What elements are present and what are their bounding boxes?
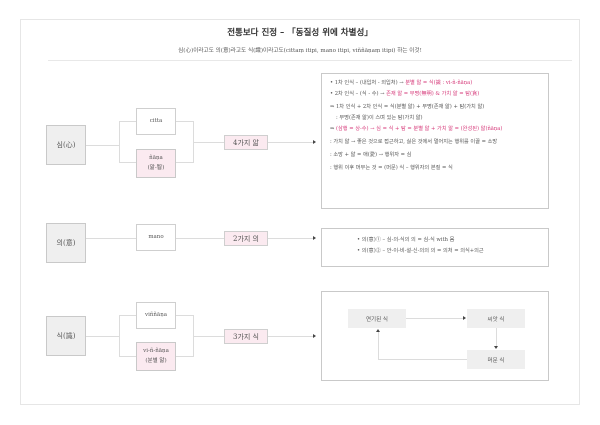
branch-sublabel: (앎-智) [147, 164, 165, 171]
note-line: ⇒ 1차 인식 + 2차 인식 = 식(분별 앎) + 무명(존재 앎) + 탐… [330, 104, 485, 110]
branch-label: ñāṇa [149, 154, 163, 161]
category-four-knowings: 4가지 앎 [224, 135, 268, 150]
connector-line [86, 145, 119, 146]
category-label: 3가지 식 [233, 332, 259, 341]
branch-node-vi-n-nana: vi-ñ-ñāṇa (분별 앎) [136, 342, 176, 371]
arrow-down-icon [494, 346, 498, 349]
root-node-vinnana: 식(識) [46, 316, 86, 356]
cycle-connector [406, 318, 464, 319]
branch-node-vinnana: viññāṇa [136, 302, 176, 329]
root-label: 식(識) [56, 332, 76, 340]
note-line: ⇒ (삼행 = 상-수) → 심 = 식 + 탐 = 분별 앎 + 가치 앎 =… [330, 126, 503, 132]
connector-line [119, 356, 136, 357]
cycle-label: 씨앗 식 [487, 316, 505, 323]
note-line: • 2차 인식 – (식 - 수) → 존재 앎 = 무명(無明) & 가치 앎… [330, 91, 480, 97]
cycle-connector [496, 328, 497, 347]
connector-line [86, 238, 136, 239]
note-line: • 의(意)② – 안-이-비-설-신-의의 의 = 의처 = 의식+의근 [357, 248, 484, 254]
cycle-node-dependent-vinnana: 연기된 식 [348, 309, 406, 328]
branch-label: citta [149, 118, 163, 125]
cycle-node-seed-vinnana: 씨앗 식 [467, 309, 525, 328]
connector-line [176, 315, 193, 316]
page-subtitle: 심(心)이라고도 의(意)라고도 식(識)이라고도(cittaṃ itipi, … [178, 48, 422, 54]
connector-line [119, 121, 136, 122]
cycle-node-abiding-vinnana: 머문 식 [467, 350, 525, 369]
branch-label: vi-ñ-ñāṇa [143, 347, 169, 354]
cycle-connector [378, 332, 379, 360]
connector-line [268, 238, 314, 239]
note-line: : 소망 + 앎 = 애(愛) → 행위자 = 심 [330, 152, 412, 158]
title-prefix: 전통보다 진정 – [227, 28, 288, 38]
note-line: • 의(意)① – 심-의-식의 의 = 심-식 with 몸 [357, 237, 455, 243]
bracket-line [119, 315, 120, 357]
category-three-vinnanas: 3가지 식 [224, 329, 268, 344]
connector-line [176, 238, 224, 239]
branch-node-citta: citta [136, 108, 176, 135]
connector-line [176, 356, 193, 357]
arrow-up-icon [376, 329, 380, 332]
connector-line [119, 315, 136, 316]
note-line: : 행위 이후 머무는 것 = (머문) 식 – 행위자의 본질 = 식 [330, 165, 453, 171]
connector-line [86, 336, 119, 337]
branch-label: viññāṇa [144, 312, 168, 319]
arrow-right-icon [313, 334, 316, 338]
root-label: 심(心) [56, 141, 76, 149]
root-node-mano: 의(意) [46, 223, 86, 263]
title-emphasis: 「동질성 위에 차별성」 [287, 28, 373, 38]
category-two-manas: 2가지 의 [224, 231, 268, 246]
bracket-line [119, 121, 120, 163]
category-label: 2가지 의 [233, 234, 259, 243]
connector-line [268, 142, 314, 143]
connector-line [193, 336, 224, 337]
arrow-right-icon [313, 140, 316, 144]
note-line: • 1차 인식 – (내입처 - 외입처) → 분별 앎 = 식(識 : vi-… [330, 80, 473, 86]
root-label: 의(意) [56, 239, 76, 247]
title-divider [48, 60, 572, 61]
connector-line [119, 162, 136, 163]
connector-line [176, 121, 193, 122]
branch-label: mano [148, 234, 164, 241]
arrow-right-icon [313, 236, 316, 240]
page-title: 전통보다 진정 – 「동질성 위에 차별성」 [0, 26, 600, 38]
connector-line [176, 162, 193, 163]
note-line: : 무명(존재 앎)이 스며 있는 탐(가치 앎) [336, 115, 423, 121]
arrow-right-icon [463, 316, 466, 320]
branch-node-mano: mano [136, 224, 176, 251]
category-label: 4가지 앎 [233, 138, 259, 147]
connector-line [193, 142, 224, 143]
cycle-label: 머문 식 [487, 357, 505, 364]
note-box-citta: • 1차 인식 – (내입처 - 외입처) → 분별 앎 = 식(識 : vi-… [321, 73, 549, 209]
cycle-connector [378, 359, 467, 360]
note-box-mano: • 의(意)① – 심-의-식의 의 = 심-식 with 몸 • 의(意)② … [321, 228, 549, 267]
cycle-label: 연기된 식 [366, 316, 388, 323]
branch-node-nana: ñāṇa (앎-智) [136, 149, 176, 178]
branch-sublabel: (분별 앎) [145, 357, 167, 364]
note-line: : 가치 앎 → 좋은 것으로 접근하고, 싫은 것에서 멀어지는 행위를 이끌… [330, 139, 498, 145]
connector-line [268, 336, 314, 337]
root-node-citta: 심(心) [46, 125, 86, 165]
